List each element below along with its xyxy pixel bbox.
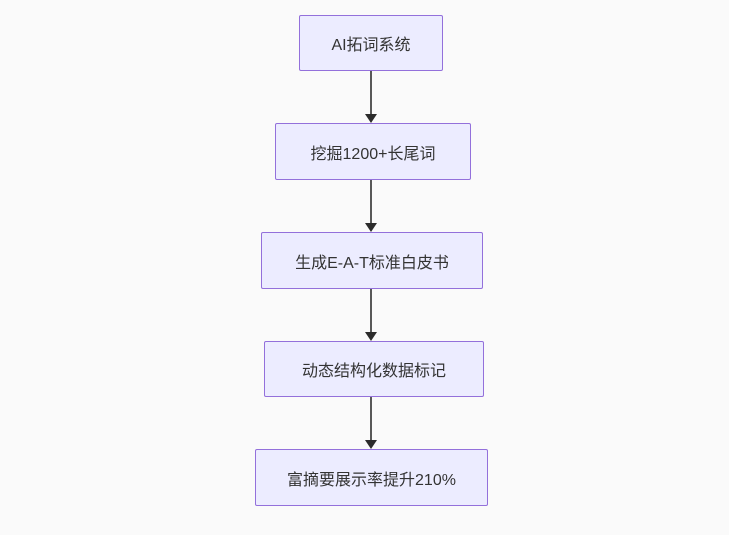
flow-arrow-4 <box>364 397 378 449</box>
arrow-line <box>370 71 372 114</box>
arrow-down-icon <box>365 332 377 341</box>
arrow-down-icon <box>365 223 377 232</box>
flow-node-label: 生成E-A-T标准白皮书 <box>295 254 449 272</box>
arrow-line <box>370 397 372 440</box>
arrow-line <box>370 289 372 332</box>
flow-node-eat-whitepaper: 生成E-A-T标准白皮书 <box>261 232 483 289</box>
flow-node-label: 挖掘1200+长尾词 <box>310 145 436 163</box>
arrow-down-icon <box>365 440 377 449</box>
flow-node-label: AI拓词系统 <box>331 37 411 54</box>
flow-node-structured-data-markup: 动态结构化数据标记 <box>264 341 484 397</box>
flow-node-ai-word-expansion-system: AI拓词系统 <box>299 15 443 71</box>
flow-arrow-1 <box>364 71 378 123</box>
flow-node-longtail-keywords: 挖掘1200+长尾词 <box>275 123 471 180</box>
flow-arrow-2 <box>364 180 378 232</box>
flow-node-rich-snippet-rate: 富摘要展示率提升210% <box>255 449 488 506</box>
arrow-line <box>370 180 372 223</box>
flow-arrow-3 <box>364 289 378 341</box>
flow-node-label: 动态结构化数据标记 <box>301 363 446 380</box>
arrow-down-icon <box>365 114 377 123</box>
flow-node-label: 富摘要展示率提升210% <box>287 471 456 489</box>
